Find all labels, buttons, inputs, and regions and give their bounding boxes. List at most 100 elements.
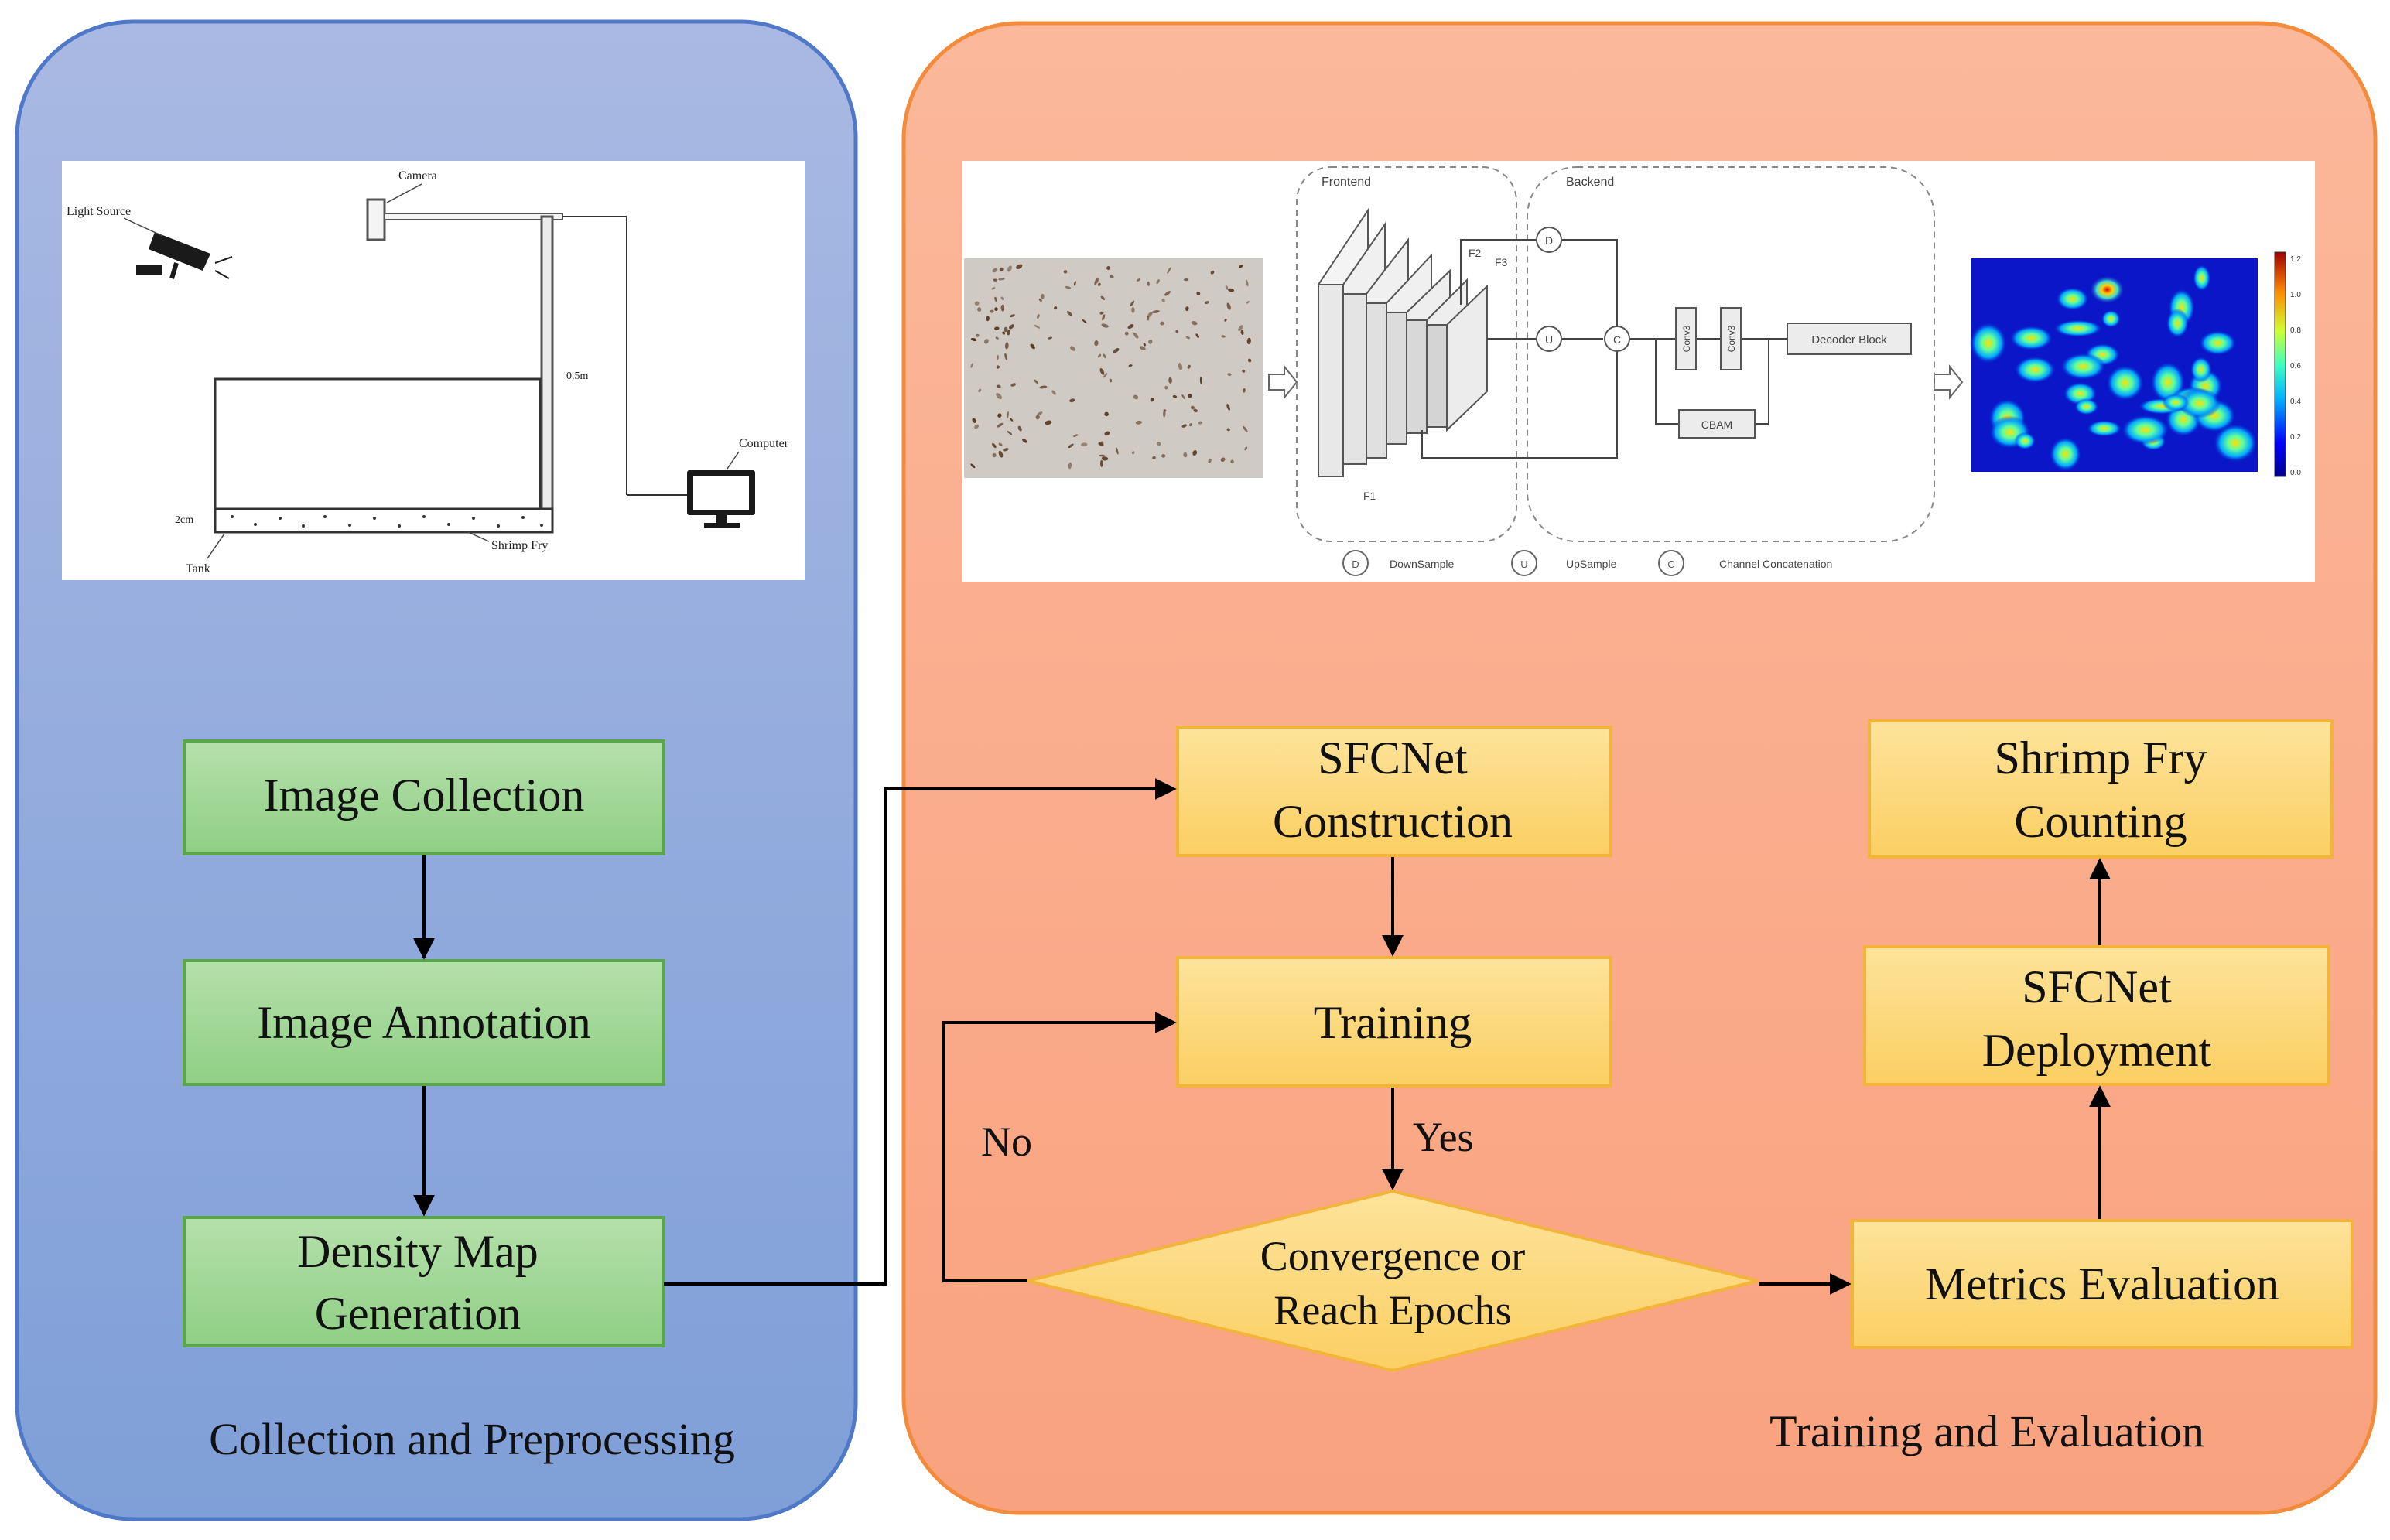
shrimp-speck xyxy=(1054,306,1058,310)
shrimp-speck xyxy=(1190,405,1195,410)
shrimp-speck xyxy=(1244,446,1248,451)
shrimp-speck xyxy=(1004,342,1009,350)
heat-blob xyxy=(2178,388,2221,418)
construction-label-1: SFCNet xyxy=(1318,732,1468,784)
shrimp-speck xyxy=(1133,332,1139,339)
upsample-node-label: U xyxy=(1545,333,1553,346)
colorbar-tick-label: 1.2 xyxy=(2290,255,2301,264)
heat-blob xyxy=(1969,322,2007,364)
shrimp-speck xyxy=(1104,431,1110,436)
shrimp-speck xyxy=(1002,331,1006,335)
shrimp-speck xyxy=(1131,307,1135,313)
shrimp-speck xyxy=(1100,295,1106,300)
computer-label: Computer xyxy=(739,437,789,450)
colorbar-tick-label: 1.0 xyxy=(2290,291,2301,299)
shrimp-speck xyxy=(1099,311,1104,315)
shrimp-speck xyxy=(1070,346,1075,351)
light-source-icon xyxy=(136,232,233,279)
shrimp-speck xyxy=(1051,390,1056,395)
depth-label: 2cm xyxy=(175,514,193,526)
shrimp-speck xyxy=(1161,299,1165,302)
shrimp-speck xyxy=(1065,286,1072,289)
shrimp-fry-specks xyxy=(970,264,1252,470)
legend-c: C xyxy=(1667,558,1674,570)
legend-d: D xyxy=(1352,558,1359,570)
image-annotation-box: Image Annotation xyxy=(183,959,665,1086)
shrimp-speck xyxy=(1010,314,1015,318)
shrimp-speck xyxy=(1148,339,1153,344)
shrimp-speck xyxy=(996,384,1001,388)
density-map-box: Density Map Generation xyxy=(183,1216,665,1347)
density-heatmap: 1.21.00.80.60.40.20.0 xyxy=(1969,251,2301,477)
shrimp-speck xyxy=(1004,326,1008,333)
shrimp-speck xyxy=(1004,353,1008,361)
heat-blob xyxy=(2089,275,2125,304)
image-annotation-label: Image Annotation xyxy=(257,997,591,1048)
shrimp-speck xyxy=(1103,353,1106,359)
shrimp-speck xyxy=(1048,336,1053,340)
shrimp-speck xyxy=(1178,363,1183,370)
shrimp-speck xyxy=(1210,270,1215,275)
shrimp-speck xyxy=(1099,454,1106,457)
shrimp-speck xyxy=(1157,442,1161,446)
shrimp-speck xyxy=(997,422,1004,428)
shrimp-speck xyxy=(1226,428,1230,432)
setup-illustration: Light Source Camera 0.5m 2cm Tank Shrimp… xyxy=(62,161,805,580)
heatmap-colorbar xyxy=(2274,251,2286,477)
shrimp-speck xyxy=(1100,441,1104,445)
conv-block-1-label: Conv3 xyxy=(1681,325,1692,352)
heat-blob xyxy=(2060,353,2106,381)
shrimp-speck xyxy=(1022,439,1027,443)
shrimp-speck xyxy=(1113,347,1120,353)
colorbar-tick-label: 0.8 xyxy=(2290,326,2301,335)
heat-blob xyxy=(2009,326,2053,351)
density-map-label-2: Generation xyxy=(315,1288,521,1339)
shrimp-speck xyxy=(1131,451,1135,455)
shrimp-speck xyxy=(1198,421,1202,425)
concat-node-label: C xyxy=(1613,333,1621,346)
network-architecture-figure: Frontend F1 F2 F3 Backend xyxy=(962,161,2315,582)
shrimp-speck xyxy=(1185,306,1189,312)
training-box: Training xyxy=(1176,956,1612,1088)
sfcnet-deployment-box: SFCNet Deployment xyxy=(1863,945,2330,1086)
shrimp-speck xyxy=(1247,358,1252,363)
shrimp-speck xyxy=(1101,323,1109,328)
arrow-density-to-construction xyxy=(664,778,1177,1286)
arrow-no-loop xyxy=(942,1012,1177,1282)
shrimp-speck xyxy=(975,333,980,337)
shrimp-speck xyxy=(1136,278,1141,282)
shrimp-speck xyxy=(1007,265,1012,272)
shrimp-speck xyxy=(1037,314,1040,319)
shrimp-fry-counting-box: Shrimp Fry Counting xyxy=(1868,719,2334,859)
heat-blob xyxy=(2014,432,2036,450)
shrimp-speck xyxy=(1161,454,1166,458)
light-source-label: Light Source xyxy=(67,205,131,218)
shrimp-speck xyxy=(1016,264,1023,269)
shrimp-speck xyxy=(1172,394,1178,398)
shrimp-speck xyxy=(1246,279,1249,287)
training-caption: Training and Evaluation xyxy=(1769,1406,2204,1456)
shrimp-speck xyxy=(1068,443,1074,449)
counting-label-1: Shrimp Fry xyxy=(1994,732,2207,784)
shrimp-speck xyxy=(1007,330,1010,336)
heat-blob xyxy=(2190,357,2212,383)
shrimp-speck xyxy=(1094,340,1099,347)
shrimp-speck xyxy=(1035,415,1040,420)
shrimp-speck xyxy=(1103,373,1108,378)
upsample-node: U xyxy=(1536,326,1562,352)
collection-caption: Collection and Preprocessing xyxy=(209,1414,735,1464)
shrimp-speck xyxy=(1181,394,1185,400)
shrimp-speck xyxy=(1246,337,1251,345)
input-shrimp-photo xyxy=(964,258,1263,478)
shrimp-speck xyxy=(1069,398,1075,403)
shrimp-speck xyxy=(1243,388,1246,393)
shrimp-speck xyxy=(1243,425,1248,432)
shrimp-speck xyxy=(1000,296,1004,300)
shrimp-speck xyxy=(1208,458,1212,463)
shrimp-speck xyxy=(1030,343,1035,350)
shrimp-speck xyxy=(1099,459,1103,467)
shrimp-speck xyxy=(974,424,979,429)
shrimp-speck xyxy=(1127,324,1134,329)
